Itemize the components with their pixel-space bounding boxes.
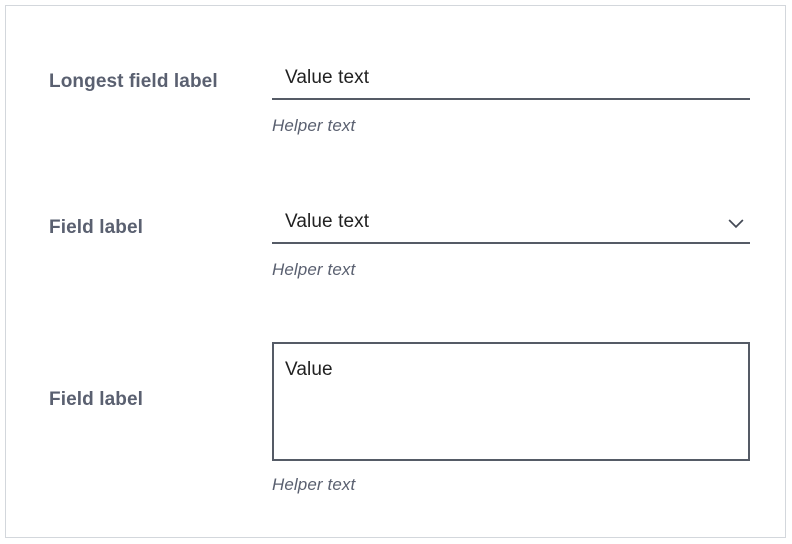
select-input[interactable]: Value text [272, 206, 750, 244]
form-row-textarea: Field label Value Helper text [6, 342, 785, 507]
field-label-select: Field label [49, 217, 144, 238]
chevron-down-icon[interactable] [724, 214, 748, 234]
text-input-control-column: Value text Helper text [272, 62, 750, 135]
select-value: Value text [285, 211, 370, 232]
form-card: Longest field label Value text Helper te… [5, 5, 786, 538]
text-input-helper-text: Helper text [272, 116, 356, 135]
text-input[interactable]: Value text [272, 62, 750, 100]
textarea-helper-text: Helper text [272, 475, 356, 494]
form-row-select: Field label Value text Helper text [6, 206, 785, 296]
field-label-textarea: Field label [49, 389, 144, 410]
select-control-column: Value text Helper text [272, 206, 750, 279]
field-label-longest: Longest field label [49, 71, 218, 92]
select-helper-text: Helper text [272, 260, 356, 279]
text-input-value: Value text [285, 67, 370, 88]
textarea-control-column: Value Helper text [272, 342, 750, 494]
textarea-value: Value [285, 359, 333, 380]
textarea-input[interactable]: Value [272, 342, 750, 461]
form-row-text-input: Longest field label Value text Helper te… [6, 62, 785, 152]
form-container: Longest field label Value text Helper te… [6, 6, 785, 537]
